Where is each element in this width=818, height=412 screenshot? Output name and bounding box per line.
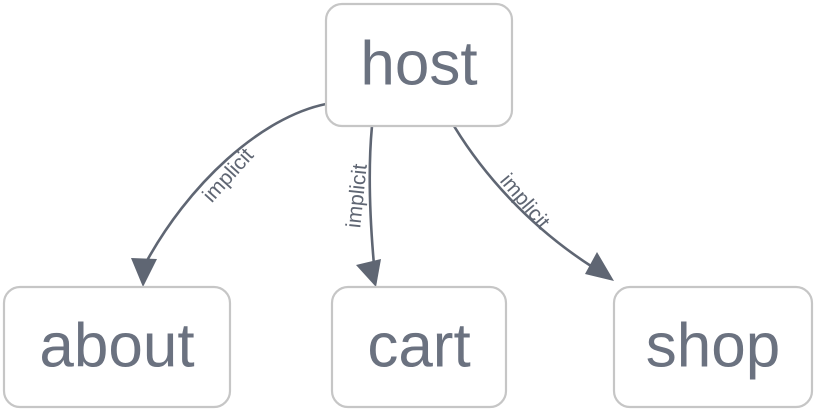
- node-label-about: about: [39, 311, 194, 380]
- edge-label-host-shop: implicit: [495, 169, 554, 233]
- node-shop[interactable]: shop: [612, 285, 814, 409]
- edge-path-host-shop[interactable]: [452, 124, 596, 270]
- edge-group-host-about[interactable]: implicit: [131, 102, 328, 287]
- node-label-host: host: [360, 29, 477, 98]
- arrowhead-host-cart: [356, 259, 381, 287]
- node-box-shop[interactable]: [612, 285, 814, 409]
- edge-label-host-about: implicit: [198, 144, 258, 207]
- node-about[interactable]: about: [2, 285, 232, 409]
- edge-label-host-cart: implicit: [342, 163, 372, 229]
- node-label-cart: cart: [367, 311, 470, 380]
- edge-group-host-cart[interactable]: implicit: [342, 124, 381, 287]
- node-box-about[interactable]: [2, 285, 232, 409]
- node-host[interactable]: host: [324, 2, 514, 128]
- node-box-cart[interactable]: [330, 285, 508, 409]
- edge-group-host-shop[interactable]: implicit: [452, 124, 614, 281]
- edge-path-host-cart[interactable]: [368, 124, 376, 267]
- arrowhead-host-shop: [585, 252, 614, 281]
- arrowhead-host-about: [131, 258, 157, 287]
- node-box-host[interactable]: [324, 2, 514, 128]
- node-cart[interactable]: cart: [330, 285, 508, 409]
- node-label-shop: shop: [646, 311, 780, 380]
- edge-path-host-about[interactable]: [141, 102, 328, 270]
